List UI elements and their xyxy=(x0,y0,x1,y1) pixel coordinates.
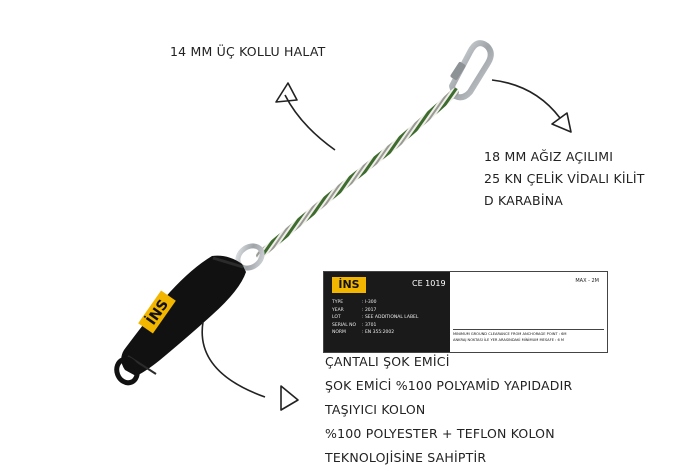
absorber-label-line: TAŞIYICI KOLON xyxy=(325,402,426,417)
carabiner-label-line: 18 MM AĞIZ AÇILIMI xyxy=(484,149,614,164)
tag-row: YEAR: 2017 xyxy=(332,307,377,313)
absorber-label-line: TEKNOLOJİSİNE SAHİPTİR xyxy=(325,450,487,465)
product-tag-rows: TYPE: I-300 YEAR: 2017 LOT: SEE ADDITION… xyxy=(332,299,418,337)
tag-footer-line: ANKRAJ NOKTASI İLE YER ARASINDAKİ MİNİMU… xyxy=(453,338,564,342)
arrow-rope xyxy=(275,82,336,151)
tag-row: TYPE: I-300 xyxy=(332,300,377,305)
tag-footer-line: MINIMUM GROUND CLEARANCE FROM ANCHORAGE … xyxy=(453,332,567,336)
shock-absorber-pouch: İNS xyxy=(114,255,246,386)
absorber-label-line: ÇANTALI ŞOK EMİCİ xyxy=(325,354,450,369)
carabiner-label-line: D KARABİNA xyxy=(484,193,564,208)
product-tag-logo: İNS xyxy=(332,277,366,293)
absorber-label-line: %100 POLYESTER + TEFLON KOLON xyxy=(325,426,555,441)
product-tag-panel: İNS CE 1019 TYPE: I-300 YEAR: 2017 LOT: … xyxy=(324,272,450,352)
max-length-label: MAX - 2M xyxy=(575,278,599,284)
rope-label: 14 MM ÜÇ KOLLU HALAT xyxy=(170,44,326,59)
arrow-carabiner xyxy=(491,79,572,133)
rope-icon xyxy=(256,88,459,259)
tag-row: NORM: EN 355:2002 xyxy=(332,330,395,336)
carabiner-label-line: 25 KN ÇELİK VİDALI KİLİT xyxy=(484,171,645,186)
arrow-pouch xyxy=(201,321,299,411)
product-tag-footer: MINIMUM GROUND CLEARANCE FROM ANCHORAGE … xyxy=(453,329,604,349)
tag-row: SERIAL NO: 3701 xyxy=(332,322,377,328)
product-tag: İNS CE 1019 TYPE: I-300 YEAR: 2017 LOT: … xyxy=(323,271,608,353)
tag-row: LOT: SEE ADDITIONAL LABEL xyxy=(332,315,419,321)
absorber-label-line: ŞOK EMİCİ %100 POLYAMİD YAPIDADIR xyxy=(325,378,573,393)
product-tag-diagram-area: MAX - 2M MINIMUM GROUND CLEARANCE FROM A… xyxy=(450,272,607,352)
carabiner-icon xyxy=(449,40,494,101)
ce-mark: CE 1019 xyxy=(412,279,446,288)
